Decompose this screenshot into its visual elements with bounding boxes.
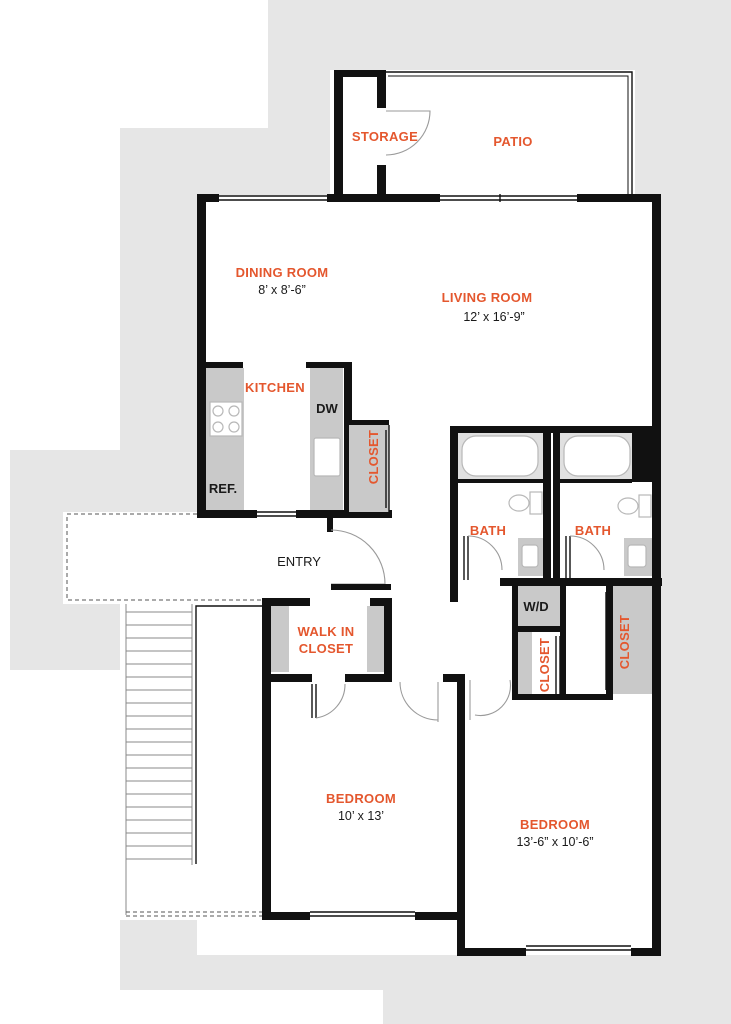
storage-label: STORAGE	[352, 129, 418, 144]
kitchen-area	[206, 362, 390, 518]
kitchen-closet-label: CLOSET	[366, 430, 381, 485]
bedroom2-closet-label: CLOSET	[617, 615, 632, 670]
hall-closet-label: CLOSET	[537, 638, 552, 693]
stairs	[125, 604, 262, 917]
bathroom-area	[450, 426, 662, 602]
washer-dryer-label: W/D	[523, 599, 548, 614]
bedroom2-dimensions: 13’-6” x 10’-6”	[516, 835, 593, 849]
bath2-label: BATH	[575, 523, 611, 538]
walk-in-closet-label-2: CLOSET	[299, 641, 354, 656]
bedroom2-label: BEDROOM	[520, 817, 590, 832]
walk-in-closet-label-1: WALK IN	[298, 624, 355, 639]
entry-landing	[66, 513, 262, 601]
refrigerator-label: REF.	[209, 481, 237, 496]
dishwasher-label: DW	[316, 401, 338, 416]
bedroom1-walls	[262, 598, 465, 956]
laundry-area	[469, 586, 566, 720]
windows	[219, 194, 631, 951]
room-labels: STORAGE PATIO DINING ROOM 8’ x 8’-6” LIV…	[209, 129, 632, 849]
entry-door	[327, 518, 391, 590]
dining-room-label: DINING ROOM	[236, 265, 329, 280]
bedroom1-dimensions: 10’ x 13’	[338, 809, 384, 823]
bedroom2-walls	[457, 586, 661, 956]
patio-label: PATIO	[493, 134, 532, 149]
kitchen-label: KITCHEN	[245, 380, 305, 395]
dining-room-dimensions: 8’ x 8’-6”	[258, 283, 305, 297]
entry-label: ENTRY	[277, 554, 321, 569]
bedroom1-label: BEDROOM	[326, 791, 396, 806]
patio-area	[334, 70, 633, 200]
living-room-dimensions: 12’ x 16’-9”	[463, 310, 524, 324]
bath1-label: BATH	[470, 523, 506, 538]
living-room-label: LIVING ROOM	[442, 290, 533, 305]
